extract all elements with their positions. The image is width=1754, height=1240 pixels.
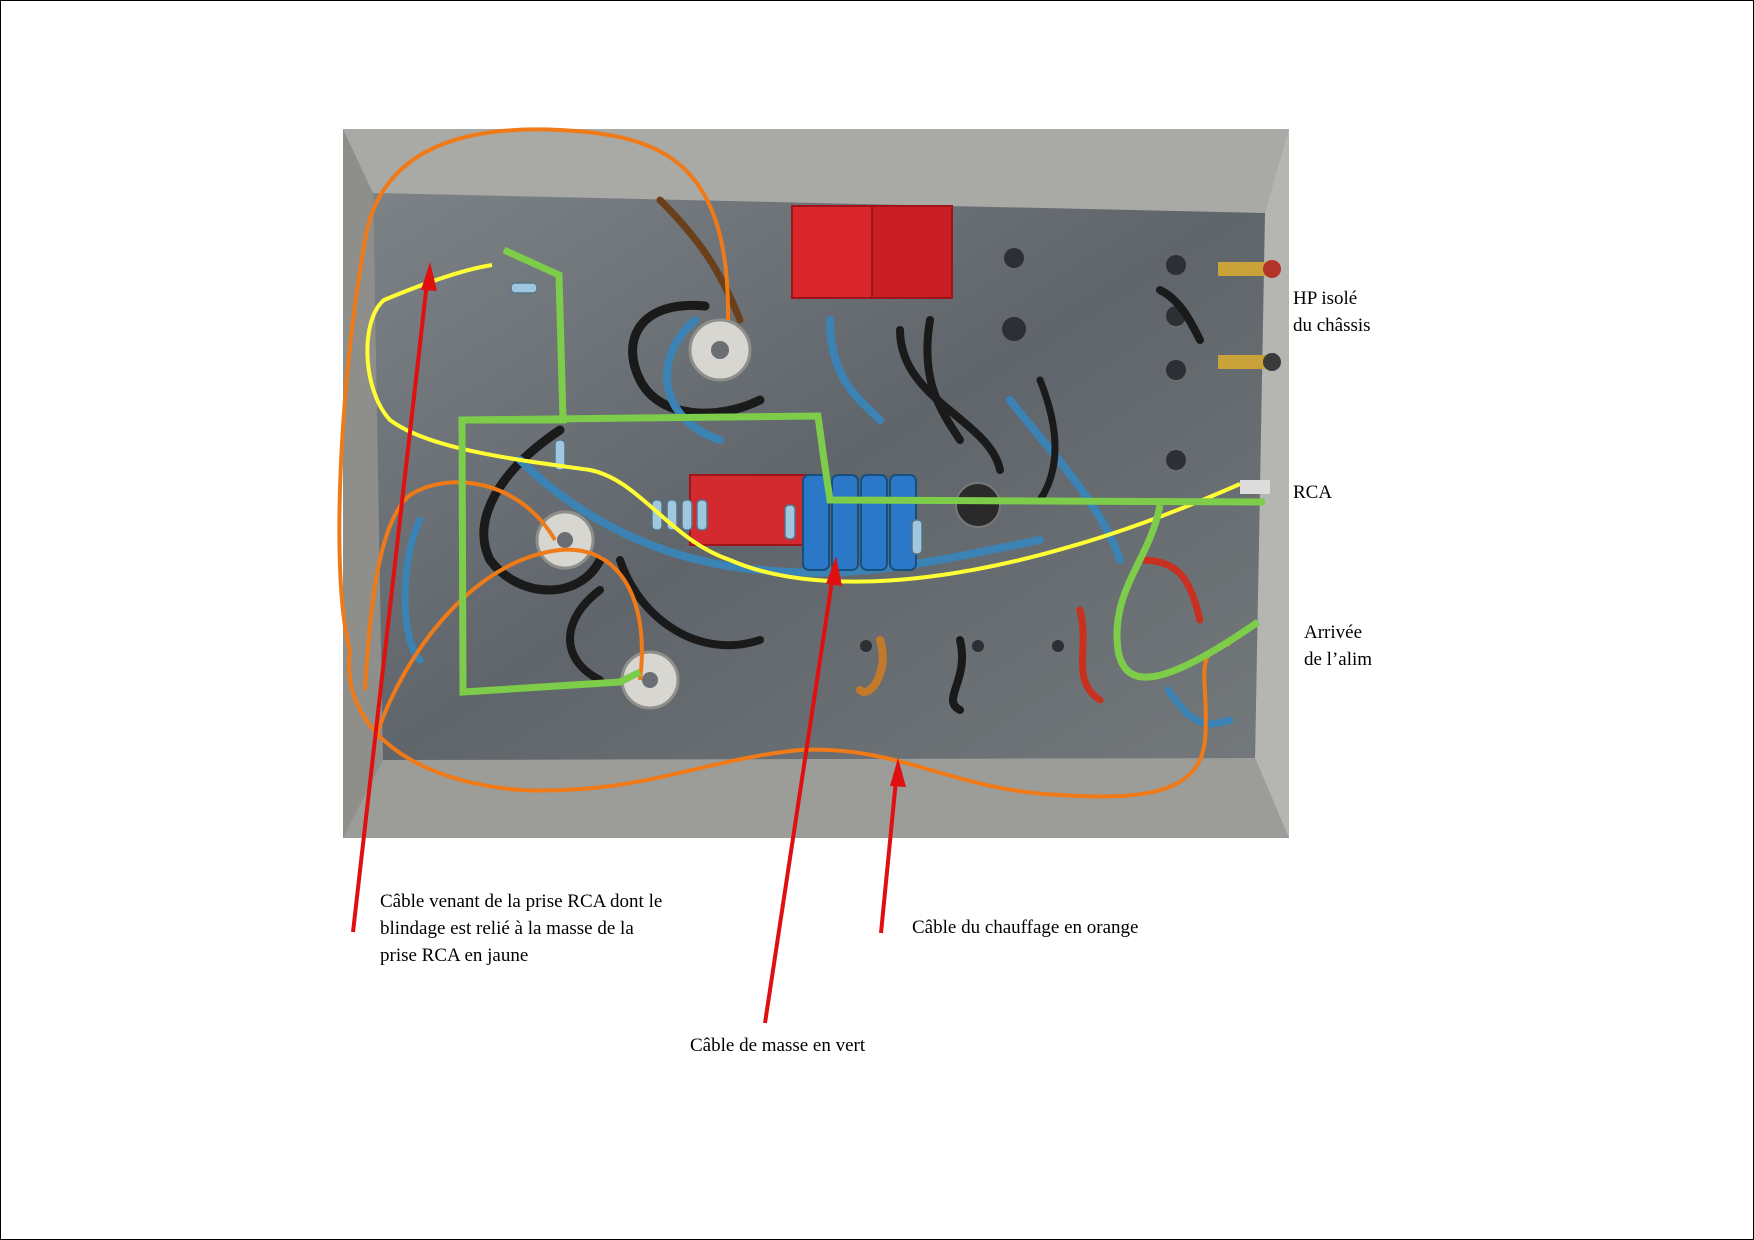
label-jaune-line-3: prise RCA en jaune	[380, 945, 529, 966]
label-hp-line-2: du châssis	[1293, 315, 1371, 336]
red-capacitors	[689, 205, 953, 546]
label-hp-line-1: HP isolé	[1293, 288, 1358, 309]
label-hp-isole: HP isolé du châssis	[1293, 285, 1371, 339]
label-cable-jaune: Câble venant de la prise RCA dont le bli…	[380, 888, 662, 969]
label-alim-line-1: Arrivée	[1304, 622, 1363, 643]
resistors	[510, 282, 923, 555]
label-jaune-line-2: blindage est relié à la masse de la	[380, 918, 634, 939]
pointer-arrows	[351, 262, 906, 1024]
tube-sockets	[535, 318, 1001, 710]
label-arrivee-alim: Arrivée de l’alim	[1304, 619, 1372, 673]
binding-posts	[1218, 260, 1281, 494]
signal-cable-annotation	[365, 263, 1241, 584]
label-cable-orange: Câble du chauffage en orange	[912, 917, 1139, 938]
label-cable-vert: Câble de masse en vert	[690, 1035, 866, 1056]
label-alim-line-2: de l’alim	[1304, 649, 1373, 670]
label-rca: RCA	[1293, 482, 1333, 503]
ground-cable-annotation	[458, 246, 1266, 696]
heater-cable-annotation	[337, 127, 1231, 799]
label-jaune-line-1: Câble venant de la prise RCA dont le	[380, 891, 663, 912]
mounting-holes	[860, 248, 1186, 652]
